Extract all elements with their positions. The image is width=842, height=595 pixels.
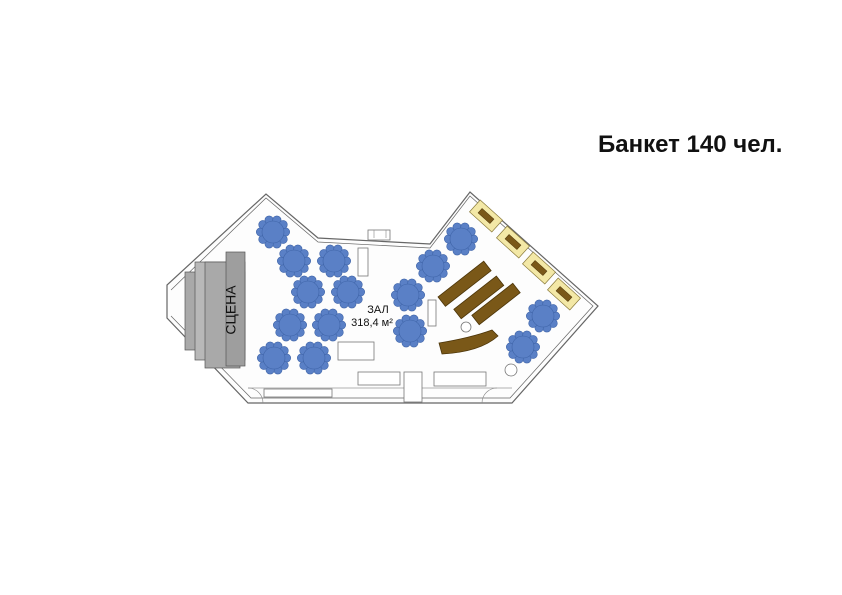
table-top: [421, 254, 445, 278]
lounge-sofa: [469, 199, 503, 233]
table-top: [317, 313, 341, 337]
column-1: [357, 247, 369, 277]
service-furniture: [263, 229, 518, 403]
table-top: [296, 280, 320, 304]
doorway-top: [367, 229, 391, 241]
round-table: [256, 341, 291, 375]
round-table: [443, 222, 478, 256]
round-table: [316, 244, 351, 278]
doors: [247, 230, 498, 404]
round-table: [330, 275, 365, 309]
bar-stool-circle: [460, 321, 472, 333]
hall-label: ЗАЛ: [367, 304, 388, 316]
round-table: [255, 215, 290, 249]
table-top: [511, 335, 535, 359]
round-table: [276, 244, 311, 278]
table-top: [449, 227, 473, 251]
table-top: [531, 304, 555, 328]
round-table: [290, 275, 325, 309]
pillar-circle: [504, 363, 518, 377]
round-table: [311, 308, 346, 342]
table-top: [336, 280, 360, 304]
long-table-3: [471, 282, 521, 326]
table-top: [278, 313, 302, 337]
bench-front: [263, 388, 333, 398]
hall-area: 318,4 м²: [351, 317, 393, 329]
round-table: [296, 341, 331, 375]
table-top: [398, 319, 422, 343]
table-top: [322, 249, 346, 273]
round-table: [505, 330, 540, 364]
bar-counter: [438, 329, 499, 355]
long-table-2: [453, 275, 505, 320]
long-tables: [437, 260, 521, 355]
lounge-seating: [469, 199, 581, 311]
lounge-sofa: [522, 251, 556, 285]
buffet-table: [337, 341, 375, 361]
column-2: [427, 299, 437, 327]
long-table-1: [437, 260, 492, 307]
page-title: Банкет 140 чел.: [598, 131, 783, 158]
table-top: [282, 249, 306, 273]
counter-mid: [403, 371, 423, 403]
round-table: [390, 278, 425, 312]
table-top: [261, 220, 285, 244]
counter-right: [433, 371, 487, 387]
lounge-sofa: [496, 225, 530, 259]
round-table: [415, 249, 450, 283]
counter-left: [357, 371, 401, 386]
round-table: [392, 314, 427, 348]
round-tables: [255, 215, 560, 375]
round-table: [525, 299, 560, 333]
table-top: [262, 346, 286, 370]
table-top: [396, 283, 420, 307]
stage-top: [225, 251, 246, 367]
stage: СЦЕНА: [184, 251, 246, 369]
lounge-sofa: [547, 277, 581, 311]
table-top: [302, 346, 326, 370]
stage-label: СЦЕНА: [223, 285, 239, 335]
round-table: [272, 308, 307, 342]
